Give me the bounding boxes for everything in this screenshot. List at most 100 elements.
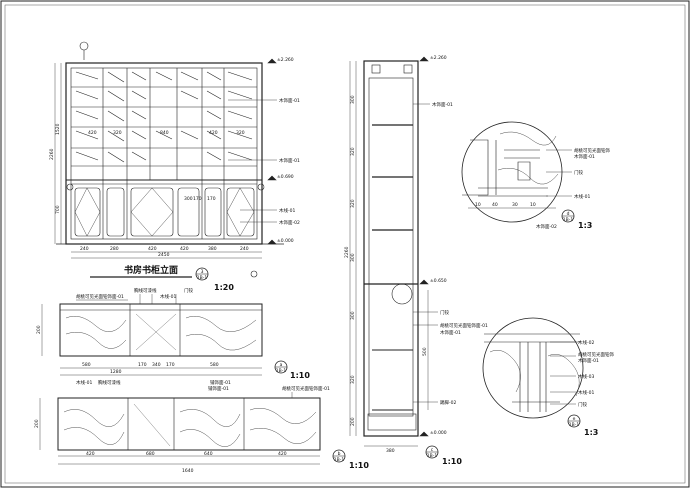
section-bottom-dim: 380: [386, 448, 395, 454]
section-dim-5: 300: [350, 311, 356, 320]
elevation-left-dim-3: 700: [55, 205, 61, 214]
plan-b-dim-1: 420: [86, 451, 95, 457]
section-callout-5: 踢脚-02: [440, 399, 456, 406]
detail-e-label-6: 门铰: [578, 401, 587, 408]
elevation-callout-3: 木线-01: [279, 207, 295, 214]
detail-d-scale: 1:3: [578, 221, 592, 230]
elevation-level-top: ±2.260: [277, 57, 294, 63]
plan-b-dim-4: 420: [278, 451, 287, 457]
plan-b-scale: 1:10: [349, 461, 369, 470]
detail-d-label-5: 木饰面-02: [536, 223, 557, 230]
section-dim-4: 300: [350, 253, 356, 262]
lower-dim-3: 170: [207, 196, 216, 202]
section-outline: [363, 60, 419, 437]
detail-d-dim-1: 10: [475, 202, 481, 208]
section-dim-6: 320: [350, 375, 356, 384]
section-tag-letter: c: [431, 448, 434, 453]
section-level-floor: ±0.000: [430, 430, 447, 436]
section-tag-sheet: 1B-1: [427, 453, 438, 459]
plan-a-height: 200: [36, 325, 42, 334]
elevation-left-dim-1: 1520: [55, 123, 61, 135]
plan-a-label-3: 木线-01: [160, 293, 176, 300]
elevation-title: 书房书柜立面: [124, 264, 178, 276]
detail-e-tag-letter: e: [573, 417, 576, 422]
plan-a-total: 1280: [110, 369, 122, 375]
detail-d-label-4: 木线-01: [574, 193, 590, 200]
plan-a-scale: 1:10: [290, 371, 310, 380]
detail-d-label-3: 门铰: [574, 169, 583, 176]
detail-e-scale: 1:3: [584, 428, 598, 437]
detail-d: [461, 121, 572, 223]
plan-a-label-4: 门铰: [184, 287, 193, 294]
row-dim-4: 420: [209, 130, 218, 136]
elevation-tag-number: 3: [201, 269, 204, 275]
detail-d-dim-4: 10: [530, 202, 536, 208]
plan-a-bottom-label-3: 铺饰面-01: [210, 379, 231, 386]
elevation-dim-4: 420: [180, 246, 189, 252]
plan-a-dim-4: 170: [166, 362, 175, 368]
section-inner: [368, 77, 414, 417]
elevation-view: [54, 58, 284, 259]
section-callout-1: 木饰面-01: [432, 101, 453, 108]
row-dim-1: 420: [88, 130, 97, 136]
section-dim-3: 320: [350, 199, 356, 208]
section-level-mid: ±0.650: [430, 278, 447, 284]
row-dim-5: 320: [236, 130, 245, 136]
elevation-dim-3: 420: [148, 246, 157, 252]
plan-b-label-1: 铺饰面-01: [208, 385, 229, 392]
elevation-left-dim-2: 2260: [49, 148, 55, 160]
section-dim-2: 320: [350, 147, 356, 156]
plan-b-height: 200: [34, 419, 40, 428]
plan-b-outline: [57, 397, 321, 451]
elevation-tag: 3 1B-1: [195, 267, 209, 281]
detail-d-dim-2: 40: [492, 202, 498, 208]
lower-dim-1: 300: [184, 196, 193, 202]
row-dim-2: 320: [113, 130, 122, 136]
plan-view-a: [41, 294, 263, 376]
section-dim-1: 300: [350, 95, 356, 104]
plan-b-label-2: 胡桃可见光面铂饰面-01: [282, 385, 330, 392]
elevation-dim-6: 240: [240, 246, 249, 252]
elevation-callout-4: 木饰面-02: [279, 219, 300, 226]
plan-view-b: [39, 392, 321, 465]
plan-a-label-1: 胡桃可见光面铂饰面-01: [76, 293, 124, 300]
detail-e-label-3: 木饰面-01: [578, 357, 599, 364]
elevation-level-floor: ±0.000: [277, 238, 294, 244]
section-total-height: 2260: [344, 246, 350, 258]
plan-b-tag-letter: b: [338, 451, 341, 457]
section-right-dim-1: 500: [422, 347, 428, 356]
detail-e-label-5: 木线-01: [578, 389, 594, 396]
plan-a-bottom-label-1: 木线-01: [76, 379, 92, 386]
detail-e-label-4: 木线-03: [578, 373, 594, 380]
detail-d-dim-3: 30: [512, 202, 518, 208]
plan-b-total: 1640: [182, 468, 194, 474]
plan-b-tag: b 1B-1: [332, 449, 346, 463]
elevation-dim-1: 240: [80, 246, 89, 252]
detail-e-label-2: 胡桃可见光面铂饰: [578, 351, 614, 358]
elevation-total-width: 2450: [158, 252, 170, 258]
plan-a-dim-1: 580: [82, 362, 91, 368]
elevation-row-dims: 420 320 840 420 320 300 170 170: [88, 130, 245, 202]
row-dim-3: 840: [160, 130, 169, 136]
detail-d-tag-letter: d: [567, 211, 570, 217]
section-callout-4: 木饰面-01: [440, 329, 461, 336]
elevation-callout-2: 木饰面-01: [279, 157, 300, 164]
plan-a-dim-2: 170: [138, 362, 147, 368]
plan-b-dim-2: 680: [146, 451, 155, 457]
section-view: [349, 56, 438, 447]
plan-a-tag-letter: a: [280, 363, 283, 368]
plan-a-tag: a 1B-1: [274, 360, 288, 374]
plan-b-tag-sheet: 1B-1: [334, 457, 345, 463]
plan-a-outline: [59, 303, 263, 357]
detail-e-tag: e 1B-1: [567, 414, 581, 428]
detail-d-tag-sheet: 1B-1: [563, 217, 574, 223]
elevation-cut-markers: [66, 41, 265, 278]
plan-a-label-2: 胸线可漆线: [134, 287, 157, 294]
detail-e: [482, 317, 584, 419]
elevation-callout-1: 木饰面-01: [279, 97, 300, 104]
detail-d-tag: d 1B-1: [561, 209, 575, 223]
plan-a-tag-sheet: 1B-1: [276, 368, 287, 374]
elevation-scale: 1:20: [214, 283, 234, 292]
section-callout-2: 门铰: [440, 309, 449, 316]
